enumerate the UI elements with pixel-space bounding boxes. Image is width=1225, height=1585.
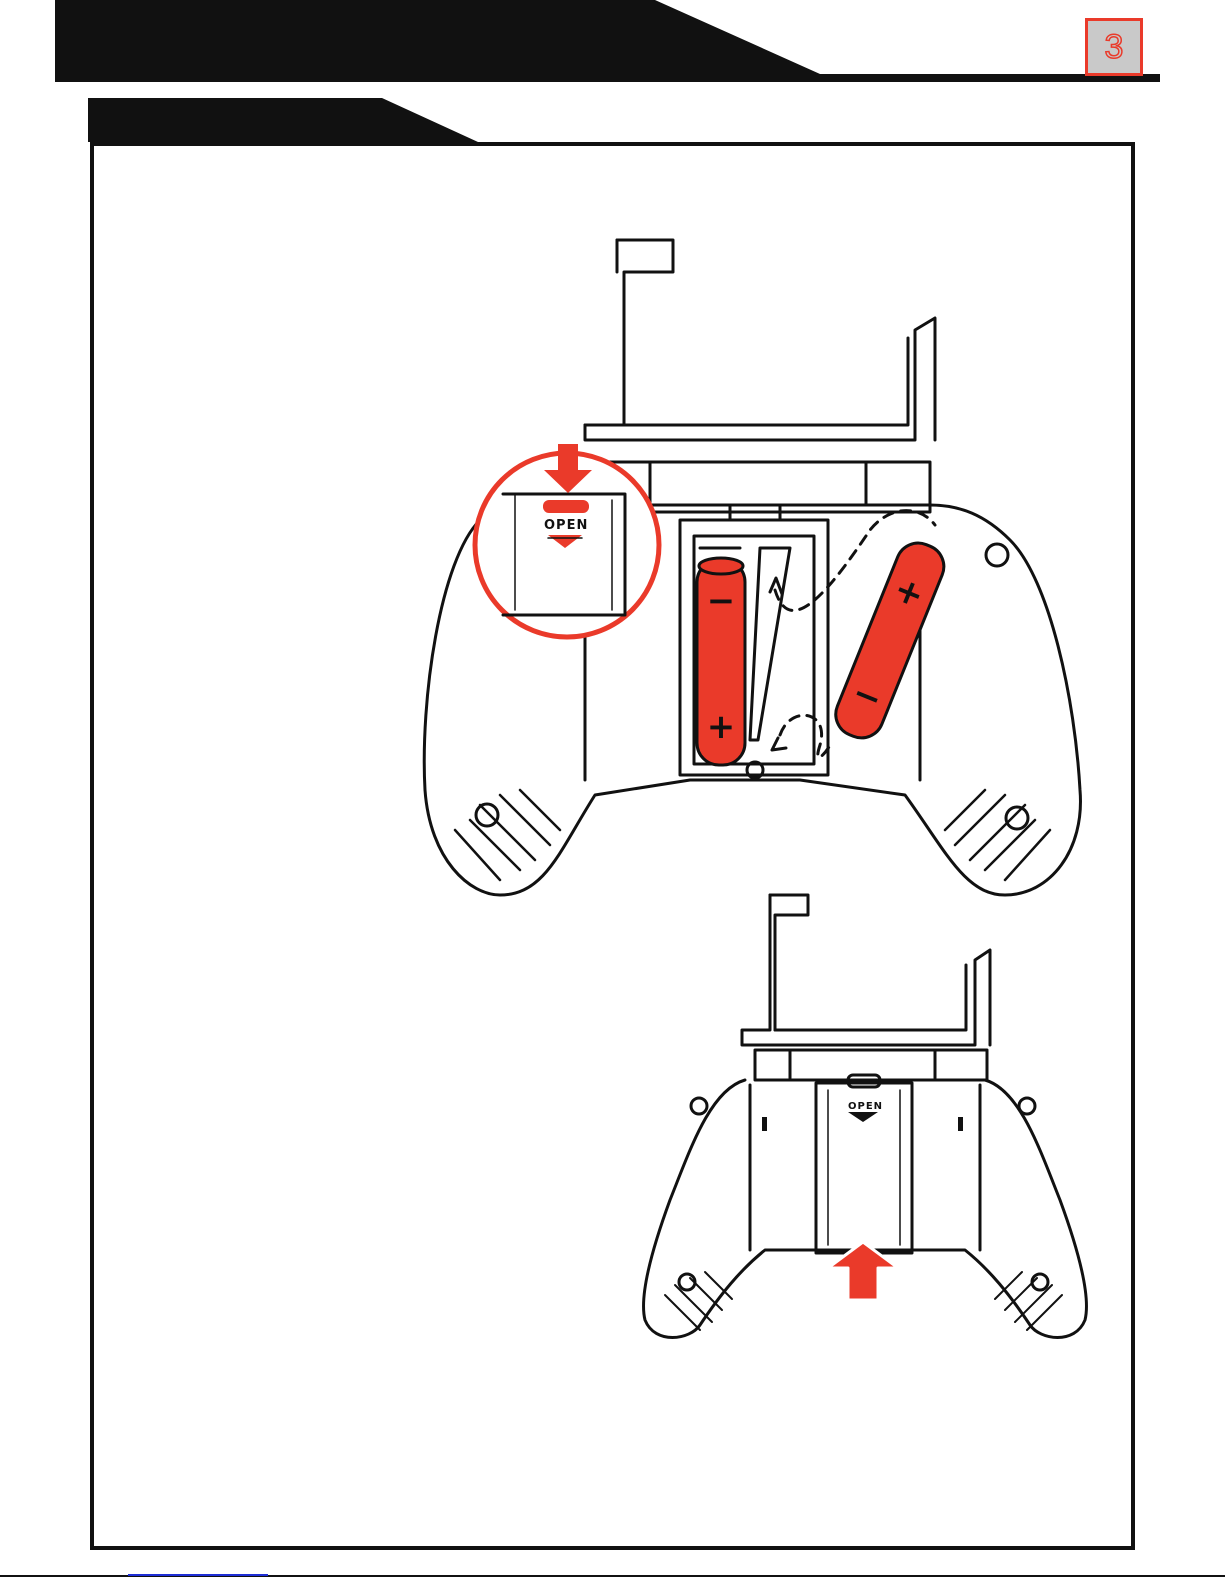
- svg-text:−: −: [707, 581, 736, 621]
- battery-icon: − +: [697, 558, 745, 765]
- battery-icon: + −: [829, 536, 950, 744]
- cover-open-label-bottom: OPEN: [848, 1101, 883, 1112]
- cover-open-label: OPEN: [544, 518, 588, 533]
- svg-text:+: +: [707, 707, 736, 747]
- bottom-link-underline: [128, 1574, 268, 1576]
